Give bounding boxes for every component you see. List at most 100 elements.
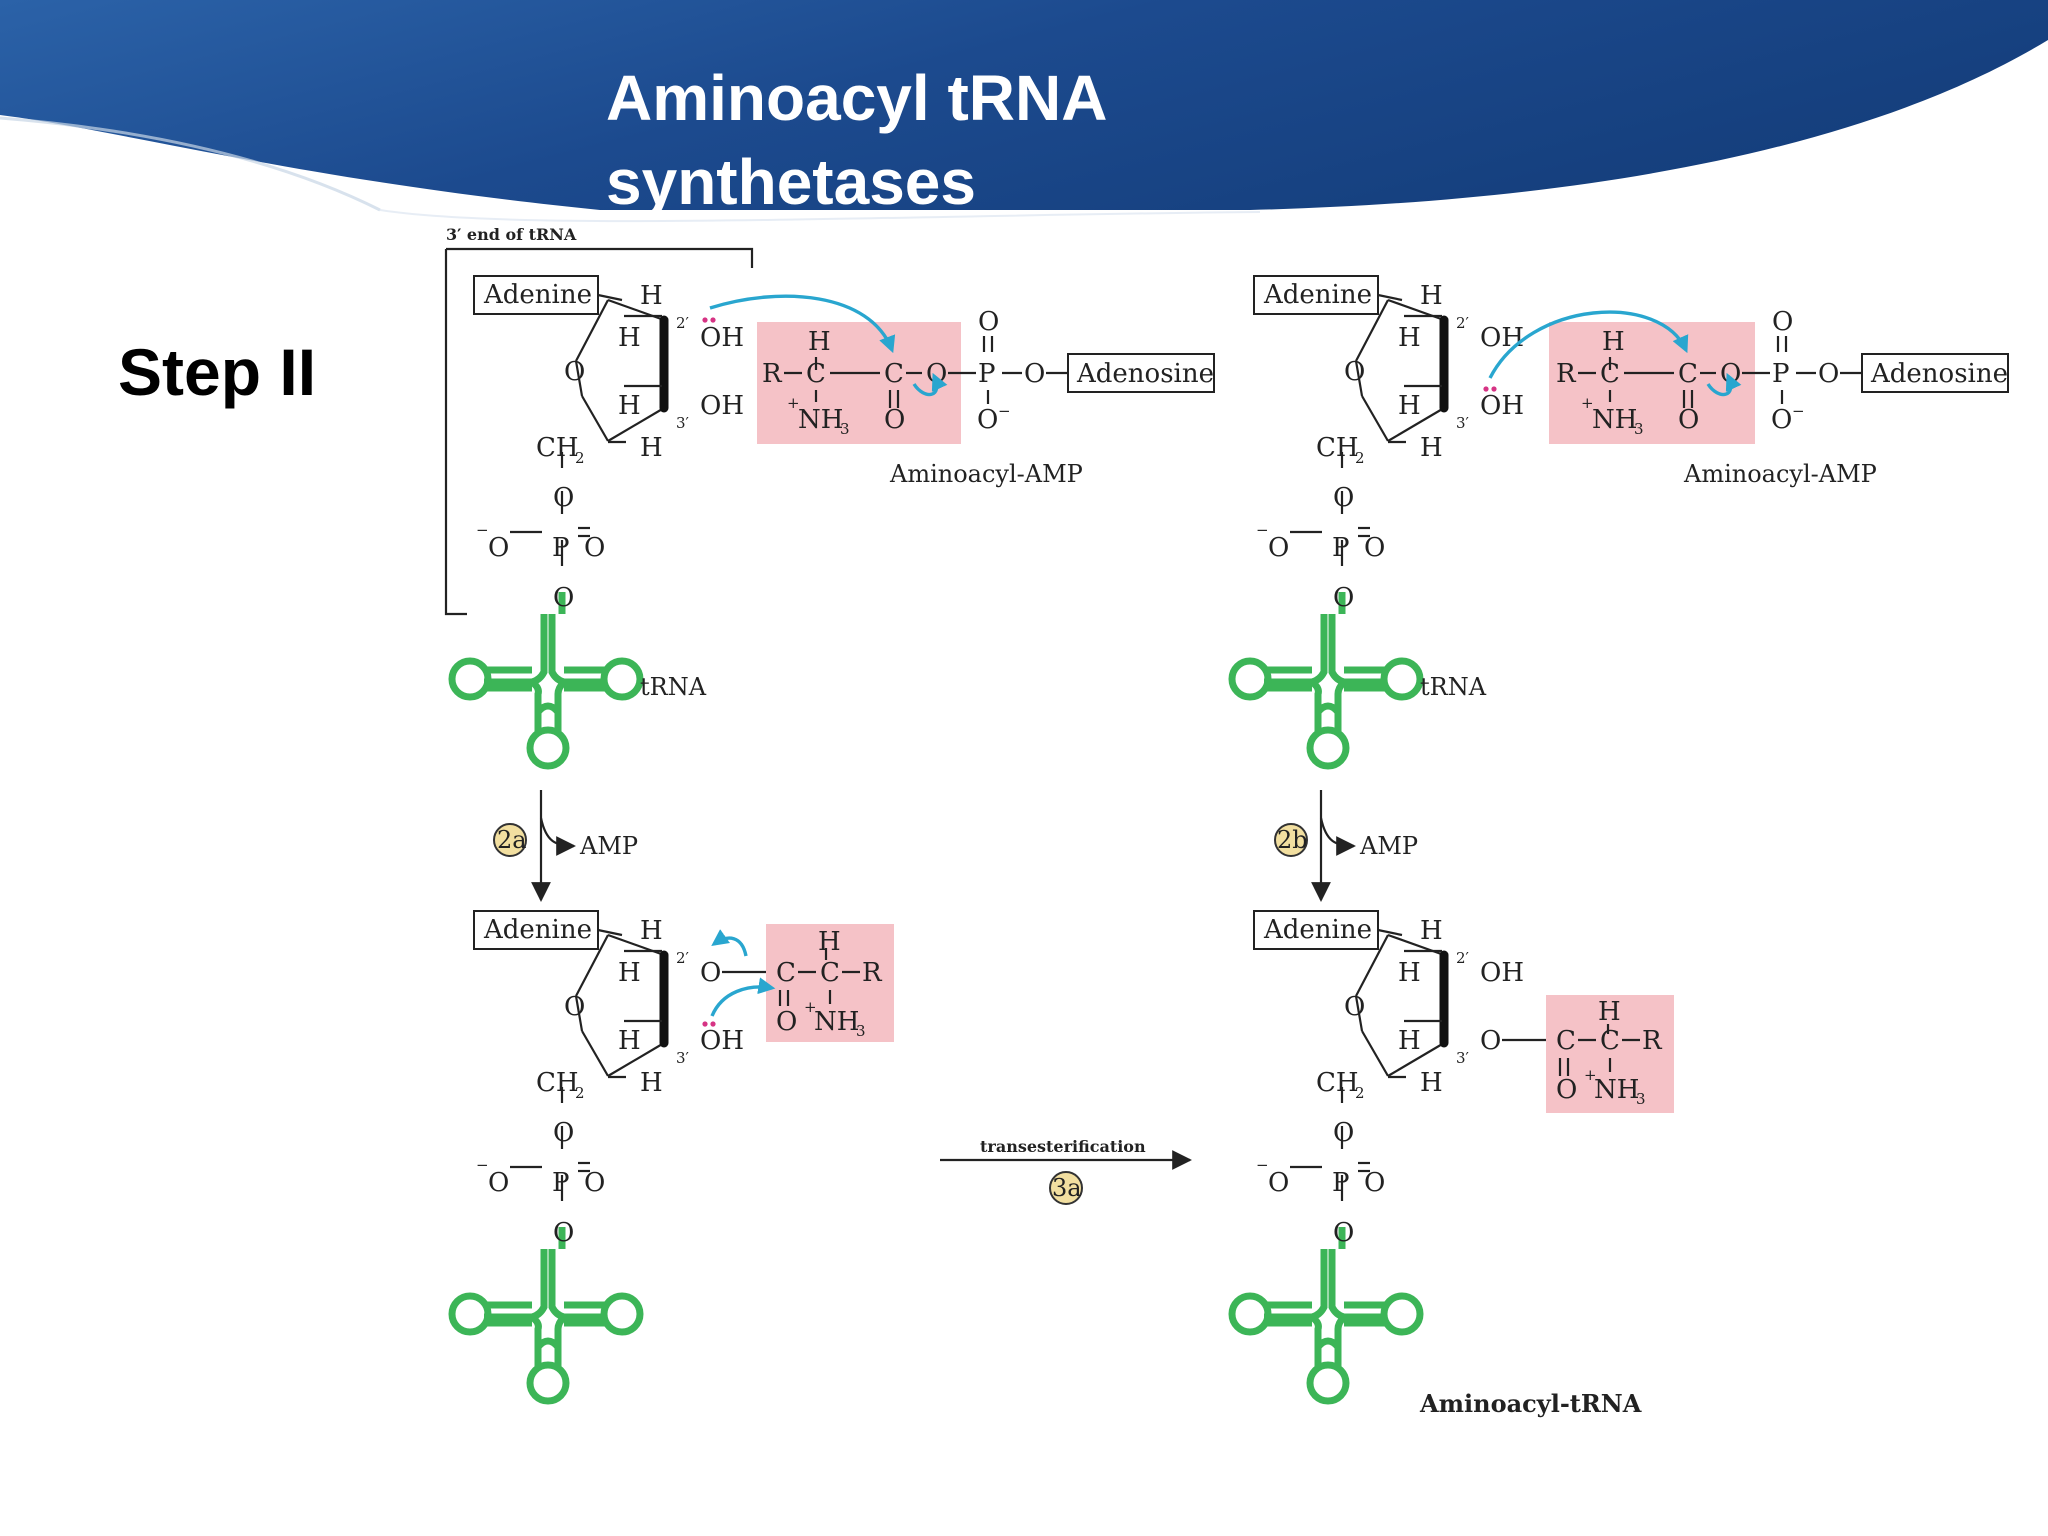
svg-text:−: − bbox=[1792, 402, 1805, 420]
slide-title: Aminoacyl tRNA synthetases bbox=[606, 56, 1107, 224]
svg-text:H: H bbox=[1420, 281, 1443, 311]
adenosine-label: Adenosine bbox=[1076, 359, 1214, 389]
svg-text:O: O bbox=[584, 1168, 605, 1198]
bracket-label: 3′ end of tRNA bbox=[446, 225, 577, 244]
svg-text:O: O bbox=[977, 405, 998, 435]
svg-text:H: H bbox=[640, 1068, 663, 1098]
svg-text:3′: 3′ bbox=[676, 1049, 690, 1067]
svg-text:CH: CH bbox=[1316, 1068, 1359, 1098]
svg-text:C: C bbox=[776, 958, 796, 988]
panel-bottom-left: Adenine H H 2′ O O H 3′ OH CH 2 H O − O … bbox=[452, 911, 894, 1401]
svg-text:−: − bbox=[1256, 1156, 1269, 1174]
aminoacyl-highlight bbox=[1546, 995, 1674, 1113]
svg-text:O: O bbox=[1818, 359, 1839, 389]
svg-text:H: H bbox=[1398, 958, 1421, 988]
svg-text:2′: 2′ bbox=[1456, 314, 1470, 332]
svg-text:O: O bbox=[488, 1168, 509, 1198]
svg-text:O: O bbox=[1364, 533, 1385, 563]
svg-text:O: O bbox=[1364, 1168, 1385, 1198]
svg-text:CH: CH bbox=[1316, 433, 1359, 463]
svg-text:H: H bbox=[1420, 433, 1443, 463]
aminoacyl-amp-label: Aminoacyl-AMP bbox=[1683, 460, 1877, 488]
svg-text:O: O bbox=[553, 1218, 574, 1248]
svg-text:H: H bbox=[640, 433, 663, 463]
svg-text:O: O bbox=[553, 483, 574, 513]
svg-text:2a: 2a bbox=[497, 826, 527, 854]
svg-text:H: H bbox=[1398, 1026, 1421, 1056]
svg-text:3′: 3′ bbox=[1456, 1049, 1470, 1067]
panel-bottom-right: Adenine H H 2′ OH O H 3′ O CH 2 H O − O … bbox=[1232, 911, 1674, 1418]
svg-text:3′: 3′ bbox=[1456, 414, 1470, 432]
hydroxyl-3prime: OH bbox=[700, 391, 744, 421]
svg-text:H: H bbox=[1398, 323, 1421, 353]
svg-text:H: H bbox=[618, 1026, 641, 1056]
svg-text:+: + bbox=[1584, 1066, 1597, 1084]
aminoacyl-highlight bbox=[1549, 322, 1755, 444]
svg-text:O: O bbox=[564, 992, 585, 1022]
svg-text:3: 3 bbox=[840, 420, 850, 438]
hydroxyl-3prime: OH bbox=[700, 1026, 744, 1056]
svg-text:−: − bbox=[476, 1156, 489, 1174]
svg-text:O: O bbox=[776, 1007, 797, 1037]
svg-text:CH: CH bbox=[536, 433, 579, 463]
ester-oxygen: O bbox=[700, 958, 721, 988]
svg-text:O: O bbox=[564, 357, 585, 387]
adenine-label: Adenine bbox=[1263, 280, 1372, 310]
aminoacyl-trna-label: Aminoacyl-tRNA bbox=[1419, 1389, 1642, 1418]
svg-text:O: O bbox=[1556, 1075, 1577, 1105]
svg-text:R: R bbox=[1556, 359, 1577, 389]
svg-text:H: H bbox=[1598, 997, 1621, 1027]
nucleophilic-attack-arrow bbox=[1488, 310, 1689, 379]
svg-text:C: C bbox=[806, 359, 826, 389]
adenine-label: Adenine bbox=[483, 280, 592, 310]
svg-text:2b: 2b bbox=[1277, 826, 1308, 854]
aminoacyl-amp-label: Aminoacyl-AMP bbox=[889, 460, 1083, 488]
svg-text:O: O bbox=[978, 307, 999, 337]
hydroxyl-3prime: OH bbox=[1480, 391, 1524, 421]
transesterification-label: transesterification bbox=[980, 1137, 1146, 1156]
svg-text:O: O bbox=[1771, 405, 1792, 435]
step-2b-badge bbox=[1274, 823, 1308, 857]
svg-text:C: C bbox=[1678, 359, 1698, 389]
svg-text:O: O bbox=[488, 533, 509, 563]
svg-text:H: H bbox=[618, 958, 641, 988]
svg-text:NH: NH bbox=[798, 405, 843, 435]
electron-shift-arrow bbox=[912, 372, 948, 397]
svg-text:3′: 3′ bbox=[676, 414, 690, 432]
svg-text:R: R bbox=[762, 359, 783, 389]
header-banner bbox=[0, 0, 2048, 223]
svg-text:2: 2 bbox=[575, 449, 585, 467]
svg-text:2′: 2′ bbox=[676, 949, 690, 967]
svg-text:O: O bbox=[1333, 1118, 1354, 1148]
nucleophilic-attack-arrow bbox=[709, 294, 896, 354]
svg-text:3: 3 bbox=[856, 1022, 866, 1040]
svg-text:3: 3 bbox=[1636, 1090, 1646, 1108]
svg-text:R: R bbox=[862, 958, 883, 988]
adenine-label: Adenine bbox=[1263, 915, 1372, 945]
svg-text:NH: NH bbox=[1592, 405, 1637, 435]
svg-text:2′: 2′ bbox=[1456, 949, 1470, 967]
svg-text:H: H bbox=[618, 391, 641, 421]
svg-text:2: 2 bbox=[575, 1084, 585, 1102]
trna-label: tRNA bbox=[1420, 673, 1487, 701]
svg-text:O: O bbox=[1024, 359, 1045, 389]
slide-title-line2: synthetases bbox=[606, 146, 976, 218]
svg-text:R: R bbox=[1642, 1026, 1663, 1056]
svg-text:H: H bbox=[640, 281, 663, 311]
adenine-label: Adenine bbox=[483, 915, 592, 945]
nucleophilic-attack-arrow bbox=[710, 977, 776, 1017]
svg-text:2: 2 bbox=[1355, 1084, 1365, 1102]
svg-text:2′: 2′ bbox=[676, 314, 690, 332]
svg-text:O: O bbox=[553, 1118, 574, 1148]
svg-text:C: C bbox=[1600, 1026, 1620, 1056]
svg-text:−: − bbox=[476, 521, 489, 539]
svg-text:NH: NH bbox=[814, 1007, 859, 1037]
svg-text:O: O bbox=[1344, 357, 1365, 387]
svg-text:NH: NH bbox=[1594, 1075, 1639, 1105]
aminoacyl-highlight bbox=[766, 924, 894, 1042]
svg-text:C: C bbox=[1556, 1026, 1576, 1056]
svg-text:C: C bbox=[884, 359, 904, 389]
hydroxyl-2prime: OH bbox=[1480, 958, 1524, 988]
acyl-migration-arrow bbox=[711, 929, 748, 957]
